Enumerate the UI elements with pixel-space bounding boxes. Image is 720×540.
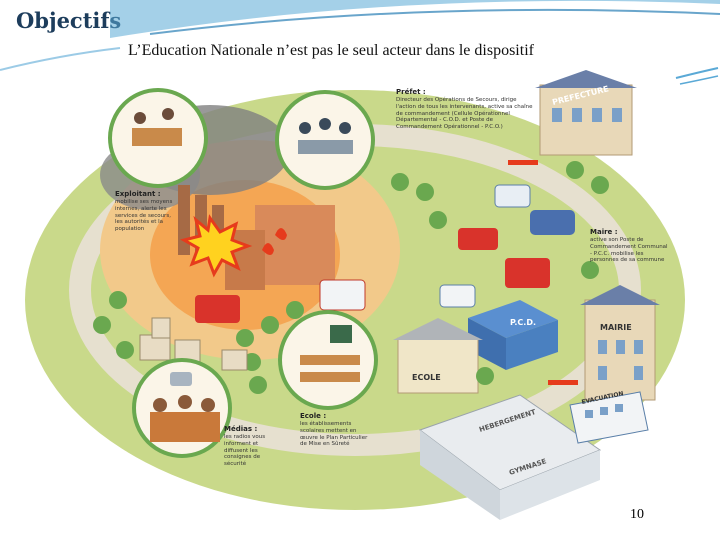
vignette-crisis-meeting: [108, 88, 208, 188]
vignette-radio-media: [132, 358, 232, 458]
fire-truck-icon: [458, 228, 498, 250]
caption-ecole-text: les établissements scolaires mettent en …: [300, 420, 368, 448]
caption-ecole: Ecole : les établissements scolaires met…: [300, 412, 370, 448]
caption-exploitant: Exploitant : mobilise ses moyens interne…: [115, 190, 175, 233]
slide-subtitle: L’Education Nationale n’est pas le seul …: [128, 42, 534, 59]
road-barrier: [508, 160, 578, 385]
vignette-prefet-meeting: [275, 90, 375, 190]
caption-prefet-text: Directeur des Opérations de Secours, dir…: [396, 96, 533, 131]
ambulance-icon: [319, 279, 366, 311]
vignette-classroom: [278, 310, 378, 410]
houses: [139, 317, 248, 371]
caption-medias: Médias : les radios vous informent et di…: [224, 425, 276, 468]
caption-maire: Maire : active son Poste de Commandement…: [590, 228, 668, 264]
caption-maire-text: active son Poste de Commandement Communa…: [590, 236, 668, 264]
police-van-icon: [530, 210, 575, 235]
ecole-label: ECOLE: [412, 373, 441, 382]
caption-exploitant-text: mobilise ses moyens internes, alerte les…: [115, 198, 173, 233]
caption-prefet-title: Préfet :: [396, 88, 426, 96]
evacuation-bus: [569, 391, 649, 444]
caption-prefet: Préfet : Directeur des Opérations de Sec…: [396, 88, 536, 131]
prefecture-building: [535, 70, 637, 156]
explosion-icon: [180, 214, 253, 278]
fire-icon: [262, 243, 274, 255]
gymnase-building: [418, 394, 602, 520]
page-number: 10: [630, 507, 644, 522]
caption-exploitant-title: Exploitant :: [115, 190, 161, 198]
caption-medias-title: Médias :: [224, 425, 258, 433]
pcd-label: P.C.D.: [510, 318, 536, 327]
slide-title: Objectifs: [16, 8, 122, 33]
ecole-building: [393, 318, 483, 394]
caption-ecole-title: Ecole :: [300, 412, 327, 420]
caption-medias-text: les radios vous informent et diffusent l…: [224, 433, 266, 468]
radio-icon: [170, 372, 192, 386]
mairie-building: [580, 285, 660, 401]
pcd-tent: [468, 300, 558, 370]
trees: [93, 161, 609, 394]
caption-maire-title: Maire :: [590, 228, 618, 236]
mairie-label: MAIRIE: [600, 323, 632, 332]
